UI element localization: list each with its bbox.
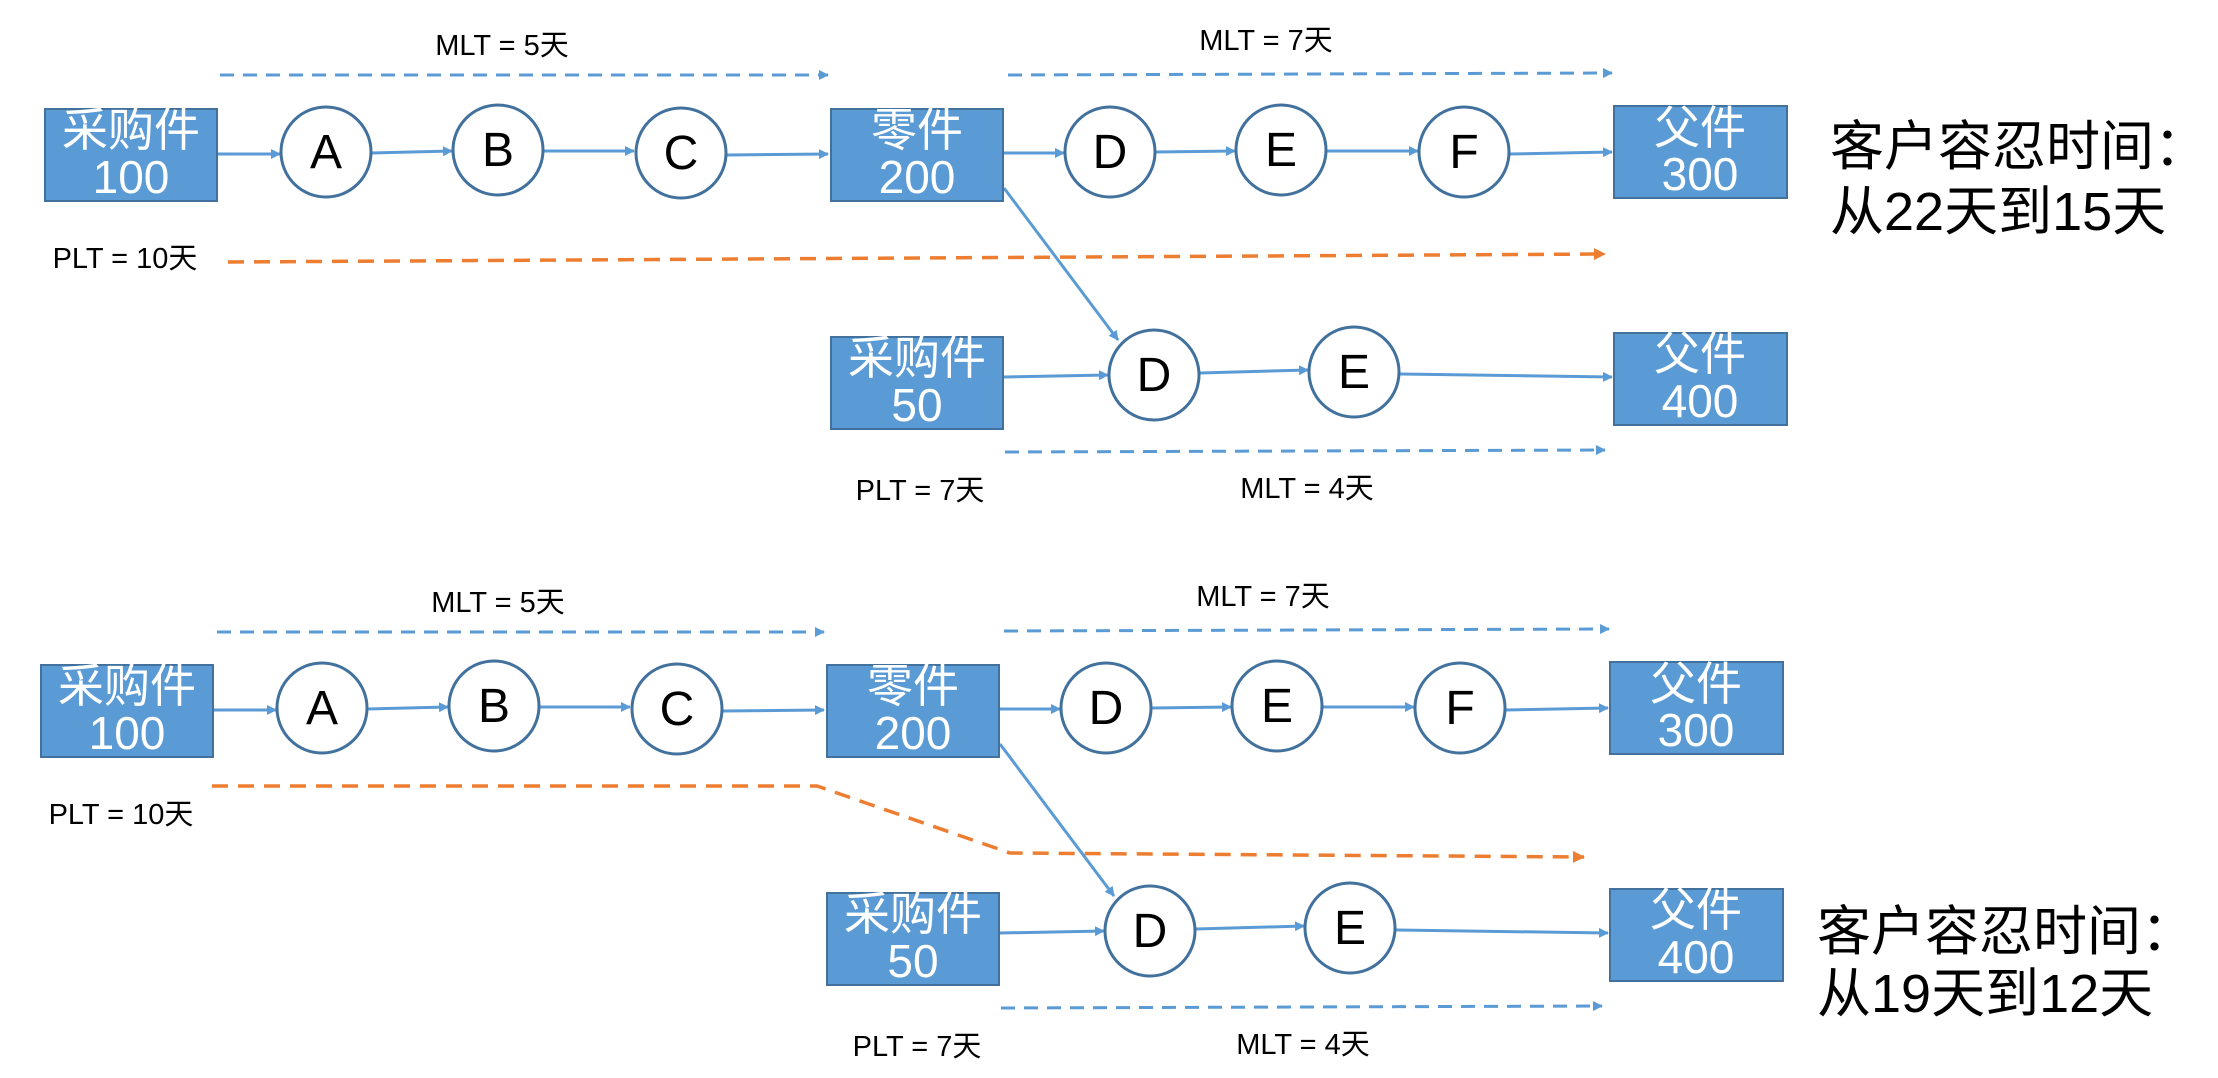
process-node-f: F [1413,661,1507,755]
tolerance-note: 客户容忍时间： 从22天到15天 [1830,117,2208,242]
process-node-d: D [1063,105,1157,199]
svg-text:B: B [478,680,510,733]
tolerance-note-line-1: 客户容忍时间： [1830,117,2208,177]
mlt-dash-right [1003,624,1610,635]
mlt-dash-bottom [1000,1001,1603,1012]
purchase-box-100: 采购件 100 [44,104,218,203]
svg-text:E: E [1334,902,1366,955]
parent-box-300: 父件 300 [1609,658,1784,756]
svg-text:F: F [1445,682,1474,735]
purchase-box-50: 采购件 50 [830,332,1004,431]
mlt-bottom-label: MLT = 4天 [1236,1029,1370,1061]
purchase-box-number: 50 [887,935,938,987]
purchase-box-name: 采购件 [848,332,986,384]
svg-text:E: E [1265,124,1297,177]
process-node-e: E [1234,103,1328,197]
part-box-name: 零件 [871,104,963,156]
svg-text:F: F [1449,126,1478,179]
svg-text:D: D [1089,682,1124,735]
mlt-left-label: MLT = 5天 [435,30,569,62]
part-box-number: 200 [879,151,956,203]
purchase-box-name: 采购件 [844,888,982,940]
purchase-box-50: 采购件 50 [826,888,1000,987]
process-node-f: F [1417,105,1511,199]
svg-text:A: A [310,126,342,179]
svg-text:E: E [1261,680,1293,733]
purchase-box-number: 100 [93,151,170,203]
parent-box-number: 300 [1662,148,1739,200]
parent-box-number: 400 [1662,375,1739,427]
process-node-e-lower: E [1303,881,1397,975]
plt-bottom-label: PLT = 7天 [853,1031,982,1063]
mlt-right-label: MLT = 7天 [1196,581,1330,613]
purchase-box-100: 采购件 100 [40,660,214,759]
process-node-c: C [634,106,728,200]
svg-text:C: C [660,683,695,736]
part-box-name: 零件 [867,660,959,712]
tolerance-note-line-2: 从19天到12天 [1817,964,2153,1024]
mlt-dash-right [1007,68,1613,79]
svg-text:A: A [306,682,338,735]
purchase-box-number: 100 [89,707,166,759]
plt-label: PLT = 10天 [49,799,194,831]
process-node-a: A [275,661,369,755]
parent-box-name: 父件 [1654,102,1746,154]
process-node-d: D [1059,661,1153,755]
tolerance-note-line-2: 从22天到15天 [1830,182,2166,242]
mlt-dash-bottom [1004,445,1606,456]
flow-arrows [214,702,1609,938]
mlt-bottom-label: MLT = 4天 [1240,473,1374,505]
parent-box-400: 父件 400 [1609,884,1784,983]
parent-box-name: 父件 [1650,884,1742,936]
process-node-d-lower: D [1103,884,1197,978]
process-node-e-lower: E [1307,325,1401,419]
process-node-e: E [1230,659,1324,753]
tolerance-note: 客户容忍时间： 从19天到12天 [1817,902,2195,1024]
process-node-b: B [451,103,545,197]
plt-label: PLT = 10天 [53,243,198,275]
process-node-a: A [279,105,373,199]
svg-text:D: D [1137,349,1172,402]
part-box-200: 零件 200 [830,104,1004,203]
plt-dash [212,784,1585,863]
parent-box-number: 400 [1658,931,1735,983]
parent-box-number: 300 [1658,704,1735,756]
svg-text:E: E [1338,346,1370,399]
mlt-left-label: MLT = 5天 [431,587,565,619]
flow-arrows [218,146,1613,382]
parent-box-300: 父件 300 [1613,102,1788,200]
parent-box-400: 父件 400 [1613,328,1788,427]
tolerance-note-line-1: 客户容忍时间： [1817,902,2195,962]
part-box-200: 零件 200 [826,660,1000,759]
purchase-box-number: 50 [891,379,942,431]
process-node-b: B [447,659,541,753]
svg-text:C: C [664,127,699,180]
svg-text:D: D [1133,905,1168,958]
svg-text:D: D [1093,126,1128,179]
process-node-c: C [630,662,724,756]
purchase-box-name: 采购件 [62,104,200,156]
svg-text:B: B [482,124,514,177]
purchase-box-name: 采购件 [58,660,196,712]
mlt-right-label: MLT = 7天 [1199,25,1333,57]
plt-bottom-label: PLT = 7天 [856,475,985,507]
parent-box-name: 父件 [1654,328,1746,380]
scenario-after: MLT = 5天 MLT = 7天 PLT = 10天 PLT = 7天 MLT… [40,581,2195,1063]
scenario-before: MLT = 5天 MLT = 7天 PLT = 10天 PLT = 7天 MLT… [44,25,2208,507]
plt-dash [227,248,1606,264]
part-box-number: 200 [875,707,952,759]
process-node-d-lower: D [1107,328,1201,422]
parent-box-name: 父件 [1650,658,1742,710]
